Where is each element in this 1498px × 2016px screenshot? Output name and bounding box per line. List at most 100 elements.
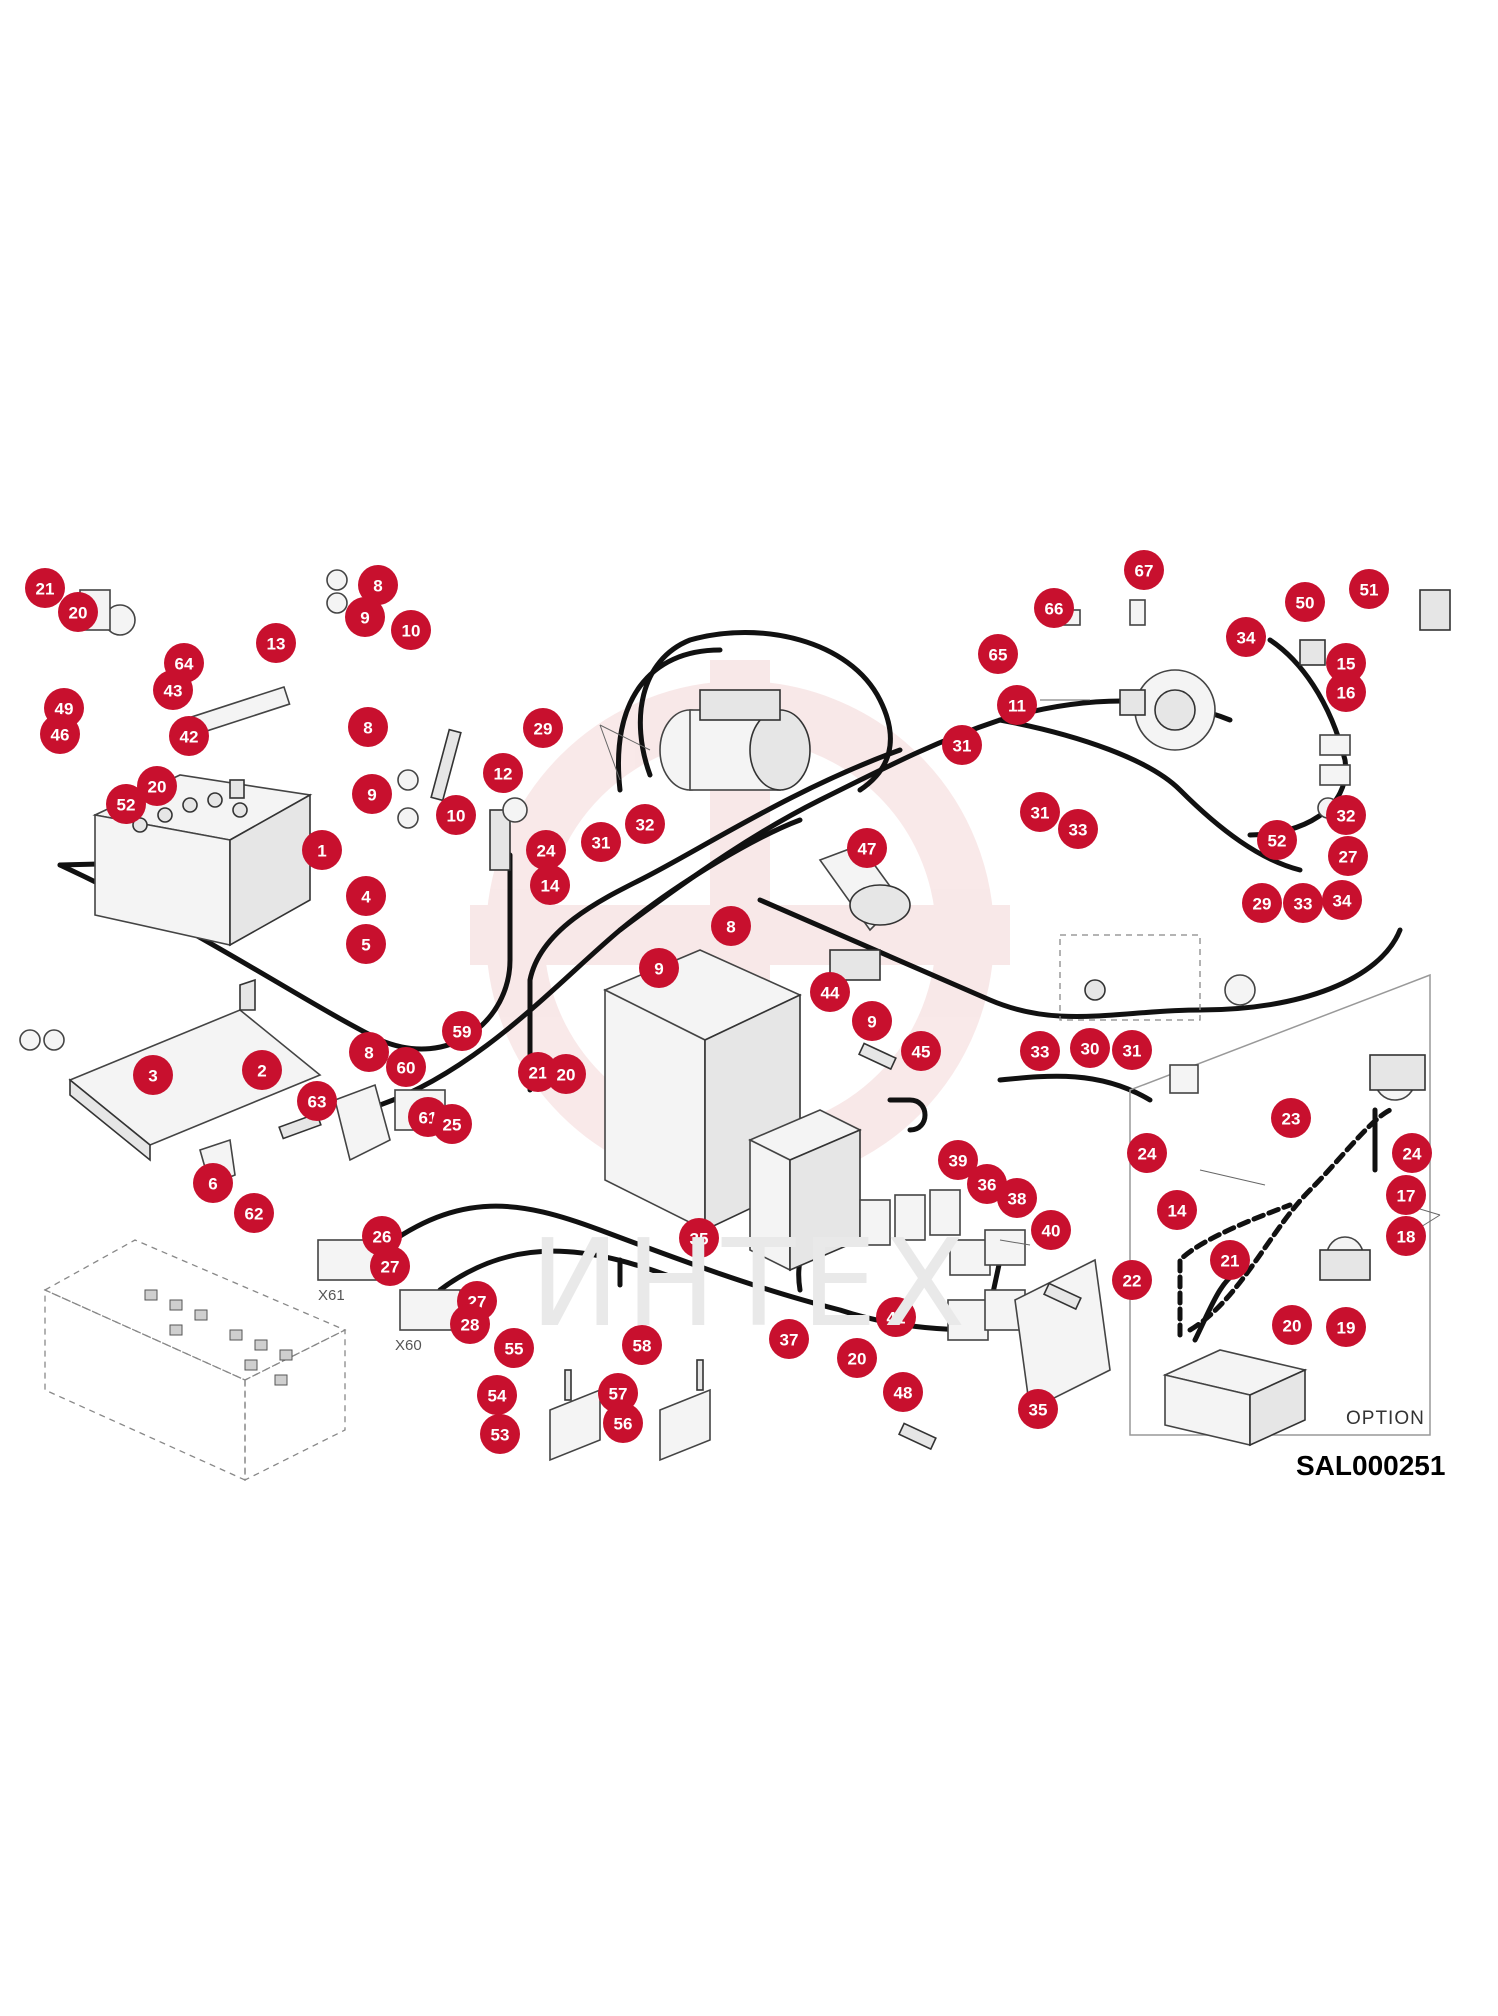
callout-14: 14 xyxy=(1157,1190,1197,1230)
callout-number: 52 xyxy=(1268,832,1287,851)
callout-51: 51 xyxy=(1349,569,1389,609)
callout-badge-circle xyxy=(40,714,80,754)
callout-number: 38 xyxy=(1008,1190,1027,1209)
callout-badge-circle xyxy=(1034,588,1074,628)
callout-number: 35 xyxy=(690,1230,709,1249)
callout-badge-circle xyxy=(1326,1307,1366,1347)
callout-badge-circle xyxy=(639,948,679,988)
callout-badge-circle xyxy=(133,1055,173,1095)
callout-28: 28 xyxy=(450,1304,490,1344)
callout-badge-circle xyxy=(967,1164,1007,1204)
callout-badge-circle xyxy=(391,610,431,650)
callout-48: 48 xyxy=(883,1372,923,1412)
callout-badge-circle xyxy=(442,1011,482,1051)
callout-42: 42 xyxy=(169,716,209,756)
callout-number: 2 xyxy=(257,1062,266,1081)
callout-number: 21 xyxy=(529,1064,548,1083)
callout-66: 66 xyxy=(1034,588,1074,628)
callout-badge-circle xyxy=(432,1104,472,1144)
callout-31: 31 xyxy=(581,822,621,862)
relays xyxy=(859,1189,1111,1412)
callout-number: 32 xyxy=(636,816,655,835)
callout-badge-circle xyxy=(942,725,982,765)
callout-badge-circle xyxy=(358,565,398,605)
callout-number: 41 xyxy=(887,1309,906,1328)
callout-badge-circle xyxy=(1020,792,1060,832)
callout-badge-circle xyxy=(137,766,177,806)
callout-badge-circle xyxy=(679,1218,719,1258)
callout-1: 1 xyxy=(302,830,342,870)
callout-badge-circle xyxy=(530,865,570,905)
callout-27: 27 xyxy=(1328,836,1368,876)
callout-number: 54 xyxy=(488,1387,507,1406)
callout-10: 10 xyxy=(436,795,476,835)
callout-37: 37 xyxy=(769,1319,809,1359)
callout-35: 35 xyxy=(679,1218,719,1258)
callout-34: 34 xyxy=(1226,617,1266,657)
callout-number: 34 xyxy=(1237,629,1256,648)
callout-number: 25 xyxy=(443,1116,462,1135)
callout-10: 10 xyxy=(391,610,431,650)
callout-16: 16 xyxy=(1326,672,1366,712)
callout-33: 33 xyxy=(1058,809,1098,849)
callout-13: 13 xyxy=(256,623,296,663)
callout-number: 12 xyxy=(494,765,513,784)
callout-35: 35 xyxy=(1018,1389,1058,1429)
callout-25: 25 xyxy=(432,1104,472,1144)
callout-22: 22 xyxy=(1112,1260,1152,1300)
callout-9: 9 xyxy=(352,774,392,814)
callout-badge-circle xyxy=(1070,1028,1110,1068)
callout-29: 29 xyxy=(1242,883,1282,923)
callout-badge-circle xyxy=(480,1414,520,1454)
callout-badge-circle xyxy=(1124,550,1164,590)
callout-badge-circle xyxy=(346,876,386,916)
callout-9: 9 xyxy=(852,1001,892,1041)
callout-number: 24 xyxy=(1403,1145,1422,1164)
callout-40: 40 xyxy=(1031,1210,1071,1250)
callout-55: 55 xyxy=(494,1328,534,1368)
connector-label-x60: X60 xyxy=(395,1337,422,1354)
callout-18: 18 xyxy=(1386,1216,1426,1256)
callout-number: 62 xyxy=(245,1205,264,1224)
callout-badge-circle xyxy=(386,1047,426,1087)
battery-tray xyxy=(68,978,322,1162)
callout-badge-circle xyxy=(1272,1305,1312,1345)
callout-52: 52 xyxy=(1257,820,1297,860)
callout-number: 28 xyxy=(461,1316,480,1335)
callout-32: 32 xyxy=(625,804,665,844)
callout-44: 44 xyxy=(810,972,850,1012)
cab-enclosure-outline xyxy=(43,1239,347,1482)
callout-20: 20 xyxy=(58,592,98,632)
callout-number: 31 xyxy=(1031,804,1050,823)
callout-badge-circle xyxy=(1349,569,1389,609)
callout-63: 63 xyxy=(297,1081,337,1121)
callout-32: 32 xyxy=(1326,795,1366,835)
callout-39: 39 xyxy=(938,1140,978,1180)
callout-number: 8 xyxy=(364,1044,373,1063)
callout-number: 29 xyxy=(534,720,553,739)
option-isolator-switch xyxy=(1319,1054,1426,1281)
callout-badge-circle xyxy=(346,924,386,964)
callout-31: 31 xyxy=(1112,1030,1152,1070)
callout-number: 34 xyxy=(1333,892,1352,911)
callout-53: 53 xyxy=(480,1414,520,1454)
callout-62: 62 xyxy=(234,1193,274,1233)
callout-number: 9 xyxy=(367,786,376,805)
callout-badge-circle xyxy=(242,1050,282,1090)
callout-56: 56 xyxy=(603,1403,643,1443)
callout-badge-circle xyxy=(622,1325,662,1365)
callout-badge-circle xyxy=(370,1246,410,1286)
callout-badge-circle xyxy=(852,1001,892,1041)
callout-number: 45 xyxy=(912,1043,931,1062)
callout-badge-circle xyxy=(1392,1133,1432,1173)
callout-50: 50 xyxy=(1285,582,1325,622)
callout-number: 14 xyxy=(1168,1202,1187,1221)
callout-number: 31 xyxy=(592,834,611,853)
callout-badge-circle xyxy=(1157,1190,1197,1230)
callout-20: 20 xyxy=(1272,1305,1312,1345)
callout-badge-circle xyxy=(153,670,193,710)
callout-number: 10 xyxy=(447,807,466,826)
callout-badge-circle xyxy=(436,795,476,835)
callout-badge-circle xyxy=(450,1304,490,1344)
